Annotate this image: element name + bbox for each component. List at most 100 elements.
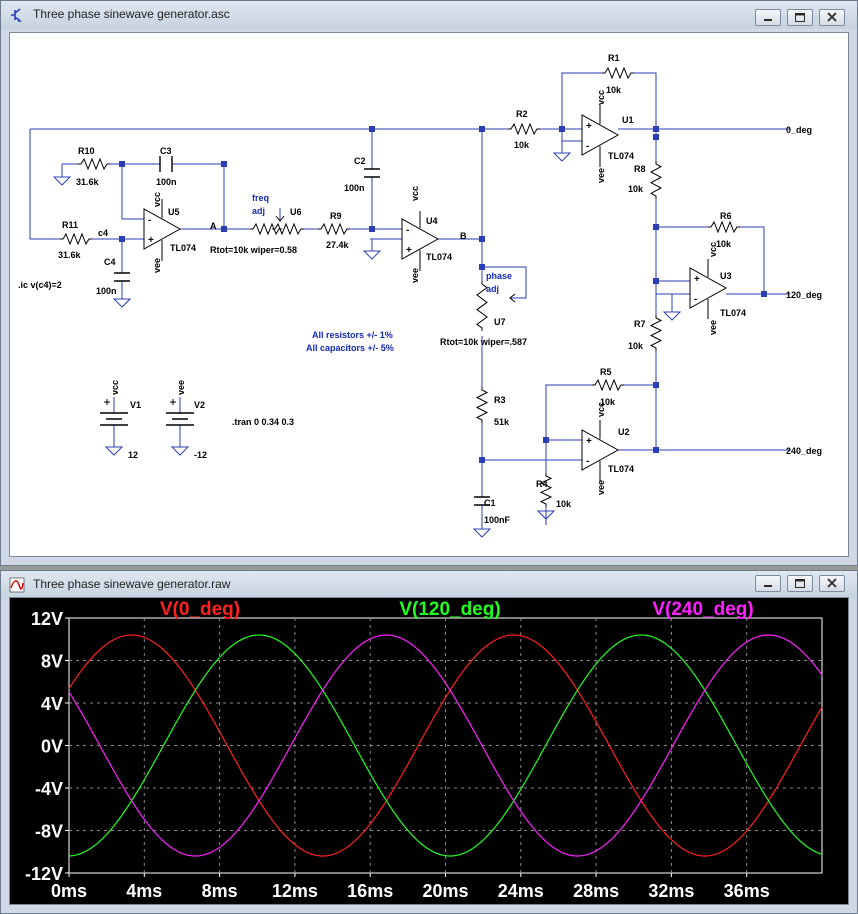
opamp-pin-sign: + <box>148 235 154 246</box>
label-v2_val: -12 <box>194 450 207 460</box>
label-phase2: adj <box>486 284 499 294</box>
label-vcc: vcc <box>152 192 162 207</box>
maximize-button[interactable] <box>787 9 813 26</box>
label-r7: R7 <box>634 319 646 329</box>
label-tol_r: All resistors +/- 1% <box>312 330 393 340</box>
label-r6_val: 10k <box>716 239 732 249</box>
junction <box>653 126 659 132</box>
opamp-u3 <box>689 267 728 309</box>
x-tick-label: 28ms <box>573 881 619 901</box>
close-icon <box>827 578 837 588</box>
label-c3_val: 100n <box>156 177 177 187</box>
label-c1: C1 <box>484 498 496 508</box>
series-line-1 <box>68 634 823 857</box>
junction <box>479 236 485 242</box>
ground-u3 <box>662 308 682 321</box>
resistor-r2 <box>508 122 540 136</box>
resistor-r8 <box>649 161 663 199</box>
label-u3_model: TL074 <box>720 308 746 318</box>
schematic-titlebar[interactable]: Three phase sinewave generator.asc <box>1 1 857 29</box>
label-r11: R11 <box>62 220 78 230</box>
y-tick-label: 8V <box>41 652 63 672</box>
junction <box>543 437 549 443</box>
label-u3: U3 <box>720 271 732 281</box>
label-vee: vee <box>410 268 420 283</box>
label-net_b: B <box>460 231 467 241</box>
label-net_a: A <box>210 221 217 231</box>
junction <box>479 264 485 270</box>
label-c4: C4 <box>104 257 116 267</box>
minimize-button[interactable] <box>755 9 781 26</box>
x-tick-label: 12ms <box>272 881 318 901</box>
schematic-window: Three phase sinewave generator.asc <box>0 0 858 566</box>
x-tick-label: 24ms <box>498 881 544 901</box>
opamp-pin-sign: + <box>694 274 700 285</box>
label-v1_val: 12 <box>128 450 138 460</box>
opamp-u2 <box>581 429 620 471</box>
label-r2: R2 <box>516 109 528 119</box>
legend-entry-2[interactable]: V(240_deg) <box>652 599 753 620</box>
label-u7_spec: Rtot=10k wiper=.587 <box>440 337 527 347</box>
x-tick-label: 4ms <box>126 881 162 901</box>
resistor-r11 <box>60 232 92 246</box>
close-button[interactable] <box>819 9 845 26</box>
label-r4_val: 10k <box>556 499 572 509</box>
label-u4: U4 <box>426 216 438 226</box>
label-r3: R3 <box>494 395 506 405</box>
wires <box>29 72 790 525</box>
battery-v1 <box>100 412 128 426</box>
label-c2: C2 <box>354 156 366 166</box>
ground-r4 <box>536 507 556 520</box>
junction <box>221 226 227 232</box>
label-r5: R5 <box>600 367 612 377</box>
label-c2_val: 100n <box>344 183 365 193</box>
label-v2: V2 <box>194 400 205 410</box>
maximize-button[interactable] <box>787 575 813 592</box>
wiper-arrow <box>275 215 285 222</box>
wiper-arrow <box>509 293 516 303</box>
minimize-button[interactable] <box>755 575 781 592</box>
label-tran: .tran 0 0.34 0.3 <box>232 417 294 427</box>
waveform-titlebar[interactable]: Three phase sinewave generator.raw <box>1 571 857 599</box>
opamp-pin-sign: + <box>586 121 592 132</box>
label-r8: R8 <box>634 164 646 174</box>
label-c3: C3 <box>160 146 172 156</box>
label-r9_val: 27.4k <box>326 240 350 250</box>
capacitor-c3 <box>159 156 173 172</box>
y-tick-label: -12V <box>25 864 63 884</box>
label-c4_val: 100n <box>96 286 117 296</box>
close-button[interactable] <box>819 575 845 592</box>
close-icon <box>827 12 837 22</box>
x-tick-label: 0ms <box>51 881 87 901</box>
opamp-pin-sign: - <box>586 141 589 152</box>
label-r11_val: 31.6k <box>58 250 82 260</box>
opamp-u4 <box>401 218 440 260</box>
label-out120: 120_deg <box>786 290 822 300</box>
label-freq1: freq <box>252 193 269 203</box>
series-line-2 <box>68 634 823 857</box>
junction <box>761 291 767 297</box>
ground-r10 <box>52 173 72 186</box>
label-c1_val: 100nF <box>484 515 511 525</box>
legend-entry-0[interactable]: V(0_deg) <box>160 599 240 620</box>
x-tick-label: 36ms <box>724 881 770 901</box>
resistor-r6 <box>708 220 740 234</box>
label-r5_val: 10k <box>600 397 616 407</box>
opamp-u1 <box>581 114 620 156</box>
label-vee: vee <box>708 320 718 335</box>
ground-v2 <box>170 443 190 456</box>
label-r1_val: 10k <box>606 85 622 95</box>
resistor-r10 <box>78 157 110 171</box>
minimize-icon <box>764 585 772 587</box>
ground-c1 <box>472 525 492 538</box>
label-tol_c: All capacitors +/- 5% <box>306 343 394 353</box>
label-vee: vee <box>596 168 606 183</box>
label-r4: R4 <box>536 479 548 489</box>
opamp-pin-sign: + <box>406 245 412 256</box>
x-tick-label: 8ms <box>202 881 238 901</box>
legend-entry-1[interactable]: V(120_deg) <box>399 599 500 620</box>
junction <box>119 161 125 167</box>
